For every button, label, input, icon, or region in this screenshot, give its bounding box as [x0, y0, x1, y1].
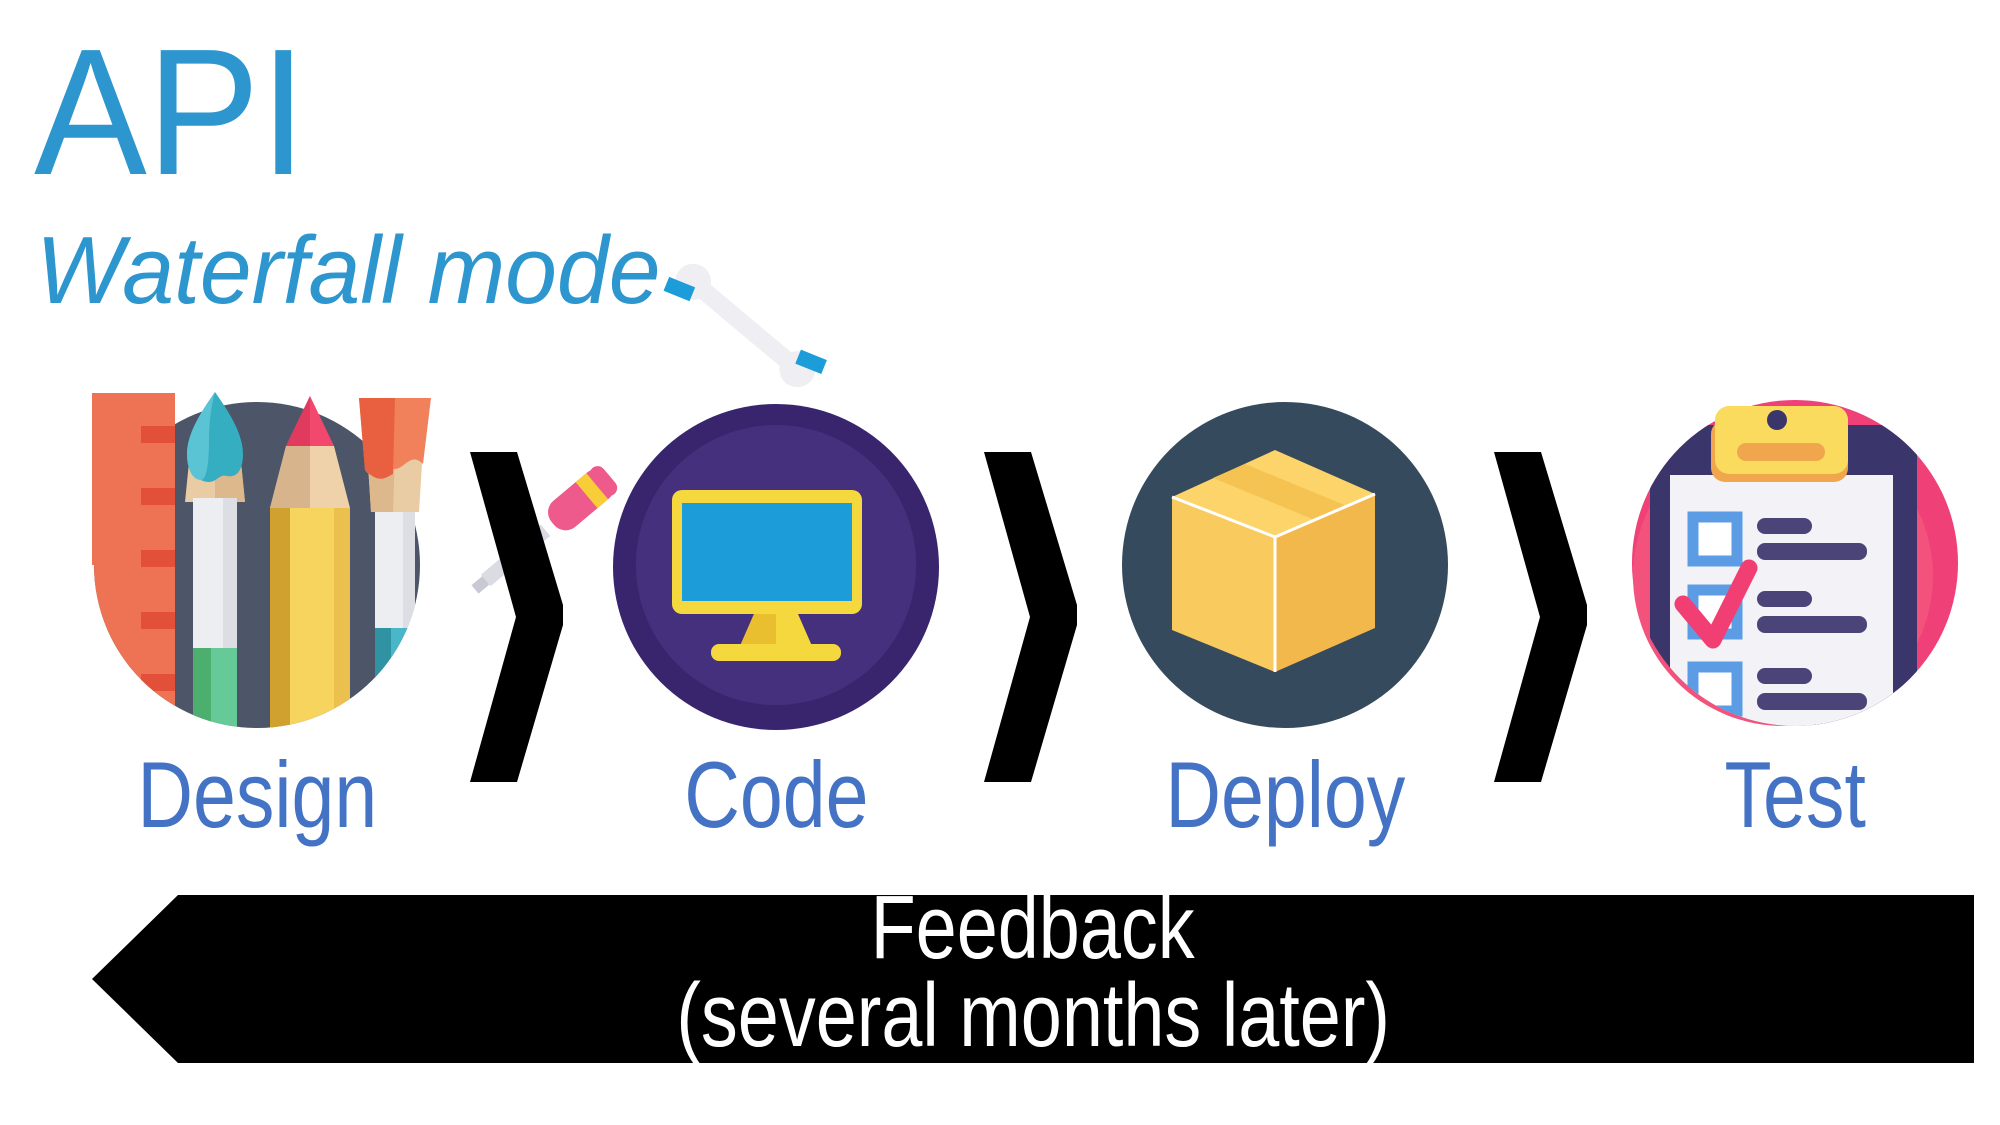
- checkbox-icon: [1687, 661, 1743, 717]
- clipboard-checklist-icon: [1632, 400, 1958, 726]
- page-title: API: [34, 12, 307, 213]
- stage-label-code: Code: [683, 742, 869, 847]
- feedback-line1: Feedback: [870, 878, 1196, 978]
- chevron-right-icon: [984, 452, 1077, 782]
- stage-label-design: Design: [137, 742, 377, 847]
- page-subtitle: Waterfall mode: [36, 217, 661, 324]
- paintbrush-icon: [185, 392, 245, 728]
- ruler-icon: [92, 393, 175, 728]
- checkmark-icon: [1674, 559, 1758, 649]
- monitor-icon: [672, 490, 862, 661]
- pencil-icon: [270, 396, 350, 728]
- clipboard-clip-icon: [1711, 406, 1848, 482]
- chevron-right-icon: [470, 452, 563, 782]
- stage-label-test: Test: [1724, 742, 1866, 847]
- stage-label-deploy: Deploy: [1165, 742, 1405, 847]
- wrench-icon: [663, 263, 827, 388]
- monitor-with-tools-icon: [471, 263, 939, 730]
- package-box-icon: [1122, 402, 1448, 728]
- checkbox-icon: [1687, 511, 1743, 567]
- design-tools-icon: [92, 392, 431, 728]
- box-icon: [1171, 450, 1376, 672]
- feedback-arrow-text: Feedback (several months later): [92, 878, 1974, 1066]
- clipboard-icon: [1650, 425, 1917, 726]
- feedback-line2: (several months later): [676, 966, 1390, 1066]
- chevron-right-icon: [1494, 452, 1587, 782]
- feedback-arrow-left-icon: [92, 895, 1974, 1063]
